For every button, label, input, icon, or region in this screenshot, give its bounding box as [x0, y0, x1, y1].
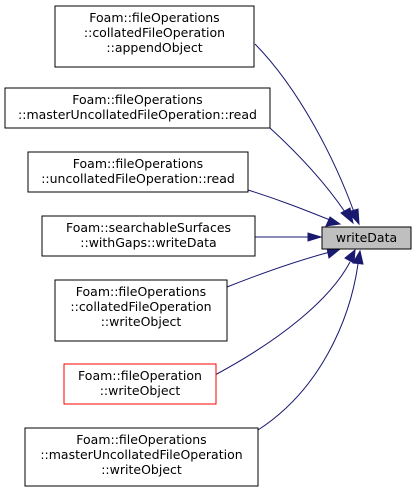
edge-master-writeObject [257, 263, 359, 431]
caller-node[interactable]: Foam::fileOperations ::masterUncollatedF… [4, 87, 271, 129]
edge-collated-writeObject [226, 251, 331, 288]
edge-master-read [269, 127, 346, 213]
caller-node-line: ::collatedFileOperation [84, 25, 225, 40]
caller-node-line: ::writeObject [101, 314, 182, 329]
caller-node-box [4, 87, 271, 129]
caller-node-line: Foam::fileOperations [73, 156, 203, 171]
caller-node-line: ::collatedFileOperation [70, 299, 211, 314]
caller-node-line: ::withGaps::writeData [80, 235, 216, 250]
edge-uncollated-read [247, 189, 331, 221]
caller-node-box [54, 5, 255, 68]
graph-edges [214, 43, 364, 431]
target-node-box [321, 226, 412, 250]
edge-fileOperation-writeObject-arrowhead [344, 248, 356, 264]
edge-fileOperation-writeObject [214, 261, 351, 376]
caller-node-box [63, 363, 217, 405]
caller-node-line: Foam::fileOperations [76, 284, 206, 299]
caller-node[interactable]: Foam::fileOperations ::collatedFileOpera… [54, 5, 255, 68]
caller-node-line: Foam::fileOperations [89, 10, 219, 25]
target-node-label: writeData [336, 230, 397, 245]
caller-node-box [41, 215, 256, 257]
caller-node-line: ::masterUncollatedFileOperation::read [18, 107, 257, 122]
edge-appendObject [254, 43, 355, 213]
caller-node-line: Foam::fileOperation [78, 368, 202, 383]
edge-master-read-arrowhead [340, 207, 354, 225]
caller-node-highlighted[interactable]: Foam::fileOperation ::writeObject [63, 363, 217, 405]
caller-node-line: ::appendObject [106, 40, 202, 55]
caller-node-line: Foam::fileOperations [76, 432, 206, 447]
caller-node[interactable]: Foam::searchableSurfaces ::withGaps::wri… [41, 215, 256, 257]
caller-node-line: ::writeObject [101, 462, 182, 477]
caller-node-line: ::uncollatedFileOperation::read [41, 171, 235, 186]
caller-node[interactable]: Foam::fileOperations ::masterUncollatedF… [24, 427, 259, 487]
edge-withGaps-writeData-arrowhead [307, 232, 323, 242]
caller-node-line: ::masterUncollatedFileOperation [40, 447, 242, 462]
caller-node[interactable]: Foam::fileOperations ::collatedFileOpera… [54, 279, 228, 342]
caller-node[interactable]: Foam::fileOperations ::uncollatedFileOpe… [27, 151, 249, 193]
edge-uncollated-read-arrowhead [325, 216, 342, 227]
caller-node-box [54, 279, 228, 342]
caller-node-line: Foam::fileOperations [72, 92, 202, 107]
caller-node-line: Foam::searchableSurfaces [66, 220, 231, 235]
edge-master-writeObject-arrowhead [352, 249, 364, 265]
caller-node-box [24, 427, 259, 487]
target-node[interactable]: writeData [321, 226, 412, 250]
caller-node-line: ::writeObject [100, 383, 181, 398]
caller-node-box [27, 151, 249, 193]
